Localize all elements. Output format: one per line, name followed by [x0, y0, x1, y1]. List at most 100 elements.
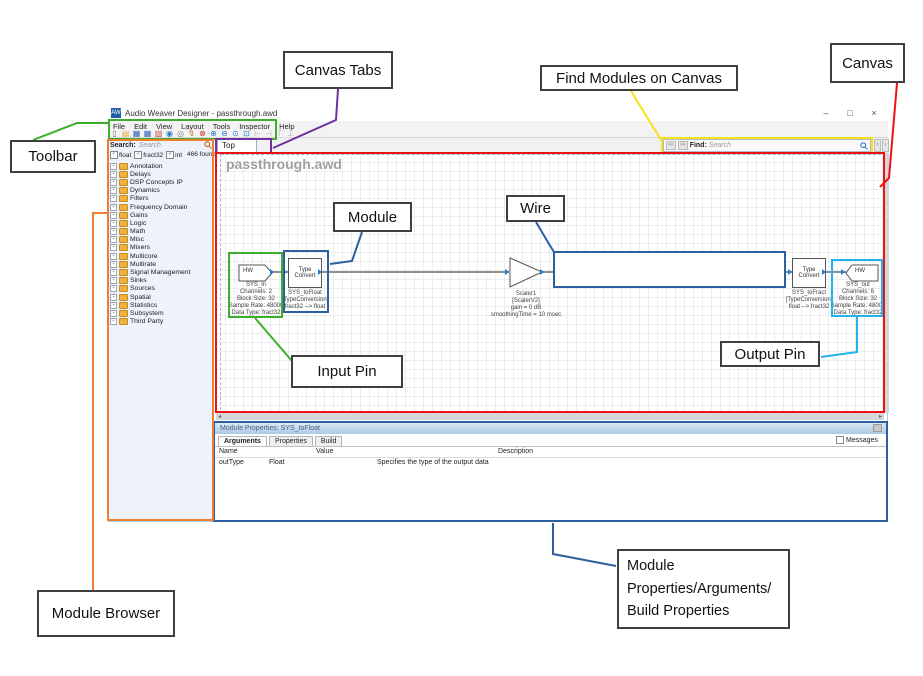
- pin-icon[interactable]: [540, 269, 544, 275]
- tab-scroll-right-button[interactable]: ›: [882, 139, 889, 152]
- pin-icon[interactable]: [822, 269, 826, 275]
- maximize-button[interactable]: □: [847, 108, 853, 118]
- expand-icon[interactable]: +: [110, 318, 117, 326]
- pin-icon[interactable]: [788, 269, 792, 275]
- messages-toggle[interactable]: Messages: [836, 436, 878, 444]
- tree-item[interactable]: + Frequency Domain: [110, 203, 212, 211]
- target-icon[interactable]: ◎: [177, 129, 184, 138]
- tree-item[interactable]: + Statistics: [110, 301, 212, 309]
- wire[interactable]: [321, 271, 509, 273]
- run-icon[interactable]: ◉: [166, 129, 173, 138]
- scroll-right-icon[interactable]: ▸: [878, 413, 882, 420]
- find-next-button[interactable]: >>: [677, 141, 688, 150]
- wire[interactable]: [271, 271, 288, 273]
- tree-item[interactable]: + Logic: [110, 219, 212, 227]
- expand-icon[interactable]: +: [110, 301, 117, 309]
- expand-icon[interactable]: +: [110, 269, 117, 277]
- pin-icon[interactable]: [841, 269, 845, 275]
- pin-icon[interactable]: [318, 269, 322, 275]
- wire[interactable]: [824, 271, 846, 273]
- tree-item[interactable]: + Multirate: [110, 260, 212, 268]
- tree-item[interactable]: + Math: [110, 228, 212, 236]
- close-button[interactable]: ×: [871, 108, 877, 118]
- expand-icon[interactable]: +: [110, 178, 117, 186]
- menu-item[interactable]: Layout: [181, 121, 204, 131]
- tree-item[interactable]: + Delays: [110, 170, 212, 178]
- properties-close-button[interactable]: [873, 424, 882, 432]
- tree-item[interactable]: + Mixers: [110, 244, 212, 252]
- tree-item[interactable]: + Dynamics: [110, 187, 212, 195]
- expand-icon[interactable]: +: [110, 260, 117, 268]
- profile-icon[interactable]: ↯: [188, 129, 195, 138]
- module-scaler[interactable]: [509, 257, 544, 289]
- layout-icon[interactable]: ▧: [154, 129, 163, 138]
- expand-icon[interactable]: +: [110, 187, 117, 195]
- messages-checkbox-icon[interactable]: [836, 436, 844, 444]
- menu-item[interactable]: Edit: [134, 121, 148, 131]
- stop-icon[interactable]: ⊗: [199, 129, 206, 138]
- checkbox-icon[interactable]: ✓: [110, 151, 118, 159]
- find-input[interactable]: Search: [708, 142, 731, 149]
- menu-item[interactable]: View: [156, 121, 173, 131]
- tree-item[interactable]: + Sinks: [110, 277, 212, 285]
- tree-item[interactable]: + Filters: [110, 195, 212, 203]
- pin-icon[interactable]: [270, 269, 274, 275]
- zoom-fit-icon[interactable]: ⊡: [243, 129, 250, 138]
- type-filter[interactable]: ✓ float: [110, 151, 131, 159]
- tree-item[interactable]: + DSP Concepts IP: [110, 178, 212, 186]
- vertical-scrollbar[interactable]: [884, 153, 889, 413]
- expand-icon[interactable]: +: [110, 309, 117, 317]
- zoom-actual-icon[interactable]: ⊙: [232, 129, 239, 138]
- tree-item[interactable]: + Multicore: [110, 252, 212, 260]
- tab-properties[interactable]: Properties: [268, 436, 313, 446]
- expand-icon[interactable]: +: [110, 277, 117, 285]
- zoom-out-icon[interactable]: ⊖: [221, 129, 228, 138]
- tree-item[interactable]: + Gains: [110, 211, 212, 219]
- tab-scroll-left-button[interactable]: ‹: [874, 139, 881, 152]
- tab-arguments[interactable]: Arguments: [218, 436, 267, 446]
- expand-icon[interactable]: +: [110, 162, 117, 170]
- argument-value[interactable]: Float: [269, 459, 285, 466]
- menu-item[interactable]: File: [113, 121, 126, 131]
- tree-item[interactable]: + Annotation: [110, 162, 212, 170]
- expand-icon[interactable]: +: [110, 219, 117, 227]
- expand-icon[interactable]: +: [110, 236, 117, 244]
- expand-icon[interactable]: +: [110, 228, 117, 236]
- type-filter[interactable]: ✓ fract32: [134, 151, 163, 159]
- module-sys-tofloat[interactable]: Type Convert: [288, 258, 322, 288]
- expand-icon[interactable]: +: [110, 252, 117, 260]
- expand-icon[interactable]: +: [110, 170, 117, 178]
- expand-icon[interactable]: +: [110, 203, 117, 211]
- input-pin-module[interactable]: [238, 264, 274, 282]
- find-previous-button[interactable]: <<: [666, 141, 676, 150]
- pin-icon[interactable]: [283, 269, 287, 275]
- output-pin-module[interactable]: [845, 264, 879, 282]
- save-all-icon[interactable]: ▦: [143, 129, 152, 138]
- scroll-left-icon[interactable]: ◂: [218, 413, 222, 420]
- search-input[interactable]: Search: [138, 141, 161, 149]
- tree-item[interactable]: + Signal Management: [110, 268, 212, 277]
- tree-item[interactable]: + Spatial: [110, 293, 212, 301]
- expand-icon[interactable]: +: [110, 293, 117, 301]
- type-filter[interactable]: ✓ int: [166, 151, 182, 159]
- tab-build[interactable]: Build: [314, 436, 343, 446]
- zoom-in-icon[interactable]: ⊕: [210, 129, 217, 138]
- horizontal-scrollbar[interactable]: ◂ ▸: [216, 413, 884, 420]
- menu-item[interactable]: Tools: [212, 121, 231, 131]
- expand-icon[interactable]: +: [110, 285, 117, 293]
- new-file-icon[interactable]: ▯: [112, 129, 117, 138]
- tree-item[interactable]: + Misc: [110, 236, 212, 244]
- tree-item[interactable]: + Sources: [110, 285, 212, 293]
- tree-item[interactable]: + Subsystem: [110, 309, 212, 317]
- pin-icon[interactable]: [505, 269, 509, 275]
- minimize-button[interactable]: –: [823, 108, 829, 118]
- menu-item[interactable]: Inspector: [239, 121, 271, 131]
- checkbox-icon[interactable]: ✓: [134, 151, 143, 159]
- align-right-icon[interactable]: ⊣: [265, 129, 272, 138]
- save-icon[interactable]: ▦: [132, 129, 141, 138]
- expand-icon[interactable]: +: [110, 211, 117, 219]
- tree-item[interactable]: + Third Party: [110, 318, 212, 326]
- expand-icon[interactable]: +: [110, 244, 117, 252]
- checkbox-icon[interactable]: ✓: [166, 151, 175, 159]
- align-left-icon[interactable]: ⊢: [254, 129, 261, 138]
